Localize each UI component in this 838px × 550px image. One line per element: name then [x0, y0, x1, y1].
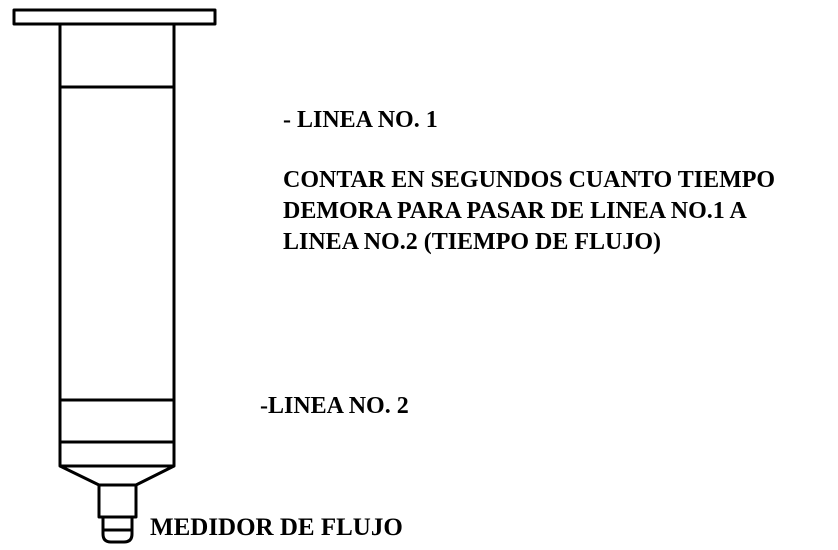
line-2-label: -LINEA NO. 2	[260, 393, 409, 419]
syringe-neck	[97, 483, 138, 519]
syringe-flange	[12, 8, 217, 26]
instructions-line: CONTAR EN SEGUNDOS CUANTO TIEMPO	[283, 167, 776, 193]
instructions-line: LINEA NO.2 (TIEMPO DE FLUJO)	[283, 229, 662, 255]
flow-meter-label: MEDIDOR DE FLUJO	[150, 514, 403, 541]
syringe-barrel	[58, 22, 176, 468]
instructions-line: DEMORA PARA PASAR DE LINEA NO.1 A	[283, 198, 747, 224]
syringe-taper	[59, 464, 175, 487]
flow-meter-nozzle	[101, 517, 134, 544]
line-1-label: - LINEA NO. 1	[283, 107, 438, 133]
instructions-text: CONTAR EN SEGUNDOS CUANTO TIEMPO DEMORA …	[283, 165, 775, 258]
